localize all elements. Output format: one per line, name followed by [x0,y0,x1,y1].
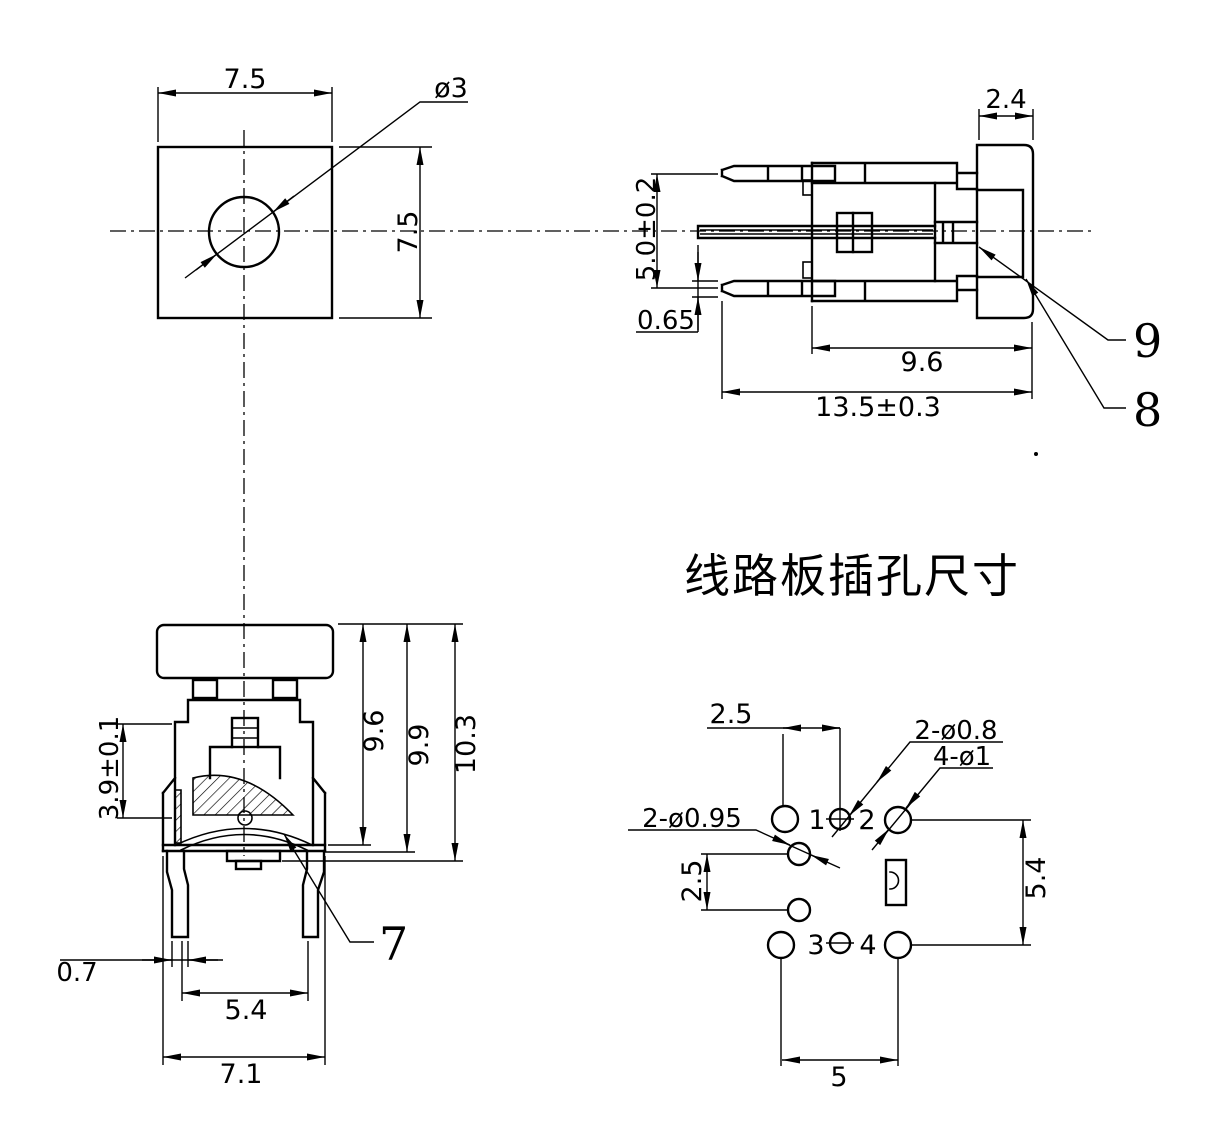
left-leg [165,849,190,939]
pcb-pin-numbers: 1 2 3 4 [807,805,876,961]
dim-leg-pitch: 5.4 [225,995,268,1026]
pcb-holes [766,804,913,960]
front-view-dimensions: 3.9±0.1 9.6 9.9 10.3 0.7 5.4 7.1 7 [56,623,482,1090]
ref-label-8: 8 [1133,383,1162,437]
dim-total-depth: 13.5±0.3 [815,392,941,423]
dim-height-3: 10.3 [451,714,482,774]
side-view: 2.4 5.0±0.2 0.65 9.6 13.5±0.3 9 8 [632,85,1162,437]
front-view: 3.9±0.1 9.6 9.9 10.3 0.7 5.4 7.1 7 [56,623,482,1090]
dim-top-width: 7.5 [224,64,267,95]
pcb-view-title: 线路板插孔尺寸 [684,549,1020,603]
top-view: 7.5 7.5 ø3 [156,64,468,320]
callout-phi3: ø3 [434,73,468,104]
dim-pitch-bottom: 5 [830,1062,847,1093]
dim-pin-thickness: 0.65 [637,306,695,336]
dim-cap-width: 2.4 [985,85,1026,115]
dim-top-height: 7.5 [393,211,424,254]
pin-number-1: 1 [808,805,825,836]
pin-hole-4 [883,930,913,960]
pin-hole-2 [883,805,913,835]
pin-number-4: 4 [859,930,876,961]
slot-hole [884,858,908,907]
side-view-outline [696,143,1035,320]
callout-pin-holes: 4-ø1 [933,742,991,772]
hatched-section [192,774,295,816]
centerlines [110,130,1093,856]
dim-pitch-left: 2.5 [677,860,708,903]
ref-label-9: 9 [1133,314,1162,368]
callout-small-holes: 2-ø0.8 [914,716,997,746]
dim-pin-pitch: 5.0±0.2 [632,177,662,281]
ref-label-7: 7 [379,917,408,971]
dim-body-width: 7.1 [220,1059,263,1090]
callout-mid-holes: 2-ø0.95 [642,804,742,834]
front-view-outline [155,623,335,939]
pcb-dimensions: 2.5 2.5 5.4 5 [677,699,1052,1093]
pcb-callouts: 2-ø0.8 4-ø1 2-ø0.95 [628,716,1003,869]
hatched-wall [174,789,182,844]
pin-number-3: 3 [807,930,824,961]
pin-hole-3 [766,930,796,960]
dim-leg-width: 0.7 [56,958,97,988]
pin-number-2: 2 [858,805,875,836]
top-view-dimensions: 7.5 7.5 ø3 [157,64,468,319]
slot-notch [889,871,900,890]
pcb-view: 线路板插孔尺寸 1 2 3 4 2.5 [628,549,1052,1093]
dome-dimple [237,810,253,826]
dim-body-depth: 9.6 [901,347,944,378]
dim-pitch-right: 5.4 [1021,857,1052,900]
dim-inner-height: 3.9±0.1 [95,716,125,820]
dim-height-1: 9.6 [359,710,390,753]
stray-dot [1034,452,1038,456]
dim-pitch-top: 2.5 [710,699,753,730]
dim-height-2: 9.9 [404,724,435,767]
mid-hole-lower [786,897,812,923]
side-view-dimensions: 2.4 5.0±0.2 0.65 9.6 13.5±0.3 9 8 [632,85,1162,437]
top-view-outline [156,145,334,320]
pin-hole-1 [770,804,800,834]
